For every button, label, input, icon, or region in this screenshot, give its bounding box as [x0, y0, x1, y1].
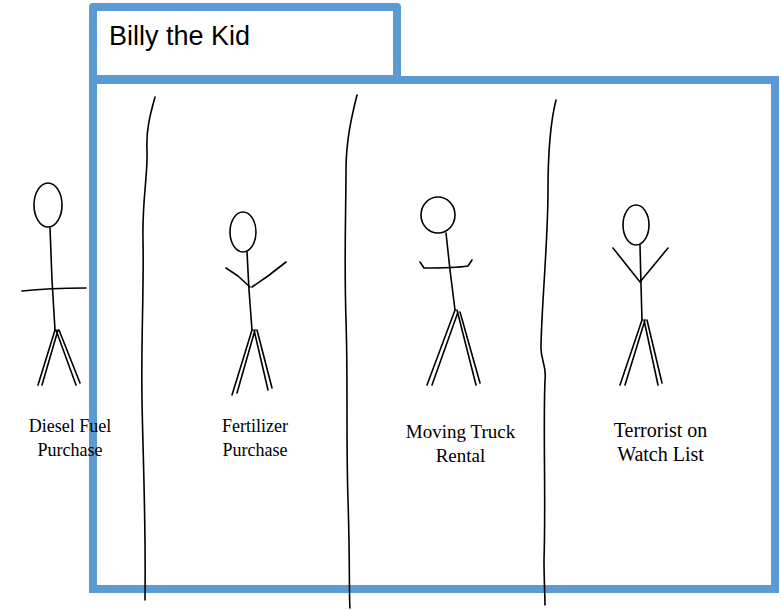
group-heading: Billy the Kid [109, 21, 250, 52]
wavy-divider [345, 95, 357, 608]
stick-figure [226, 212, 286, 395]
wavy-divider [541, 100, 556, 605]
figure-label: Terrorist on Watch List [598, 418, 723, 466]
figure-label: Moving Truck Rental [393, 420, 528, 468]
stick-figure [22, 183, 86, 385]
group-frame: Billy the Kid [89, 76, 779, 593]
wavy-divider [142, 97, 155, 600]
stick-figure [420, 197, 480, 385]
title-tab: Billy the Kid [89, 3, 401, 83]
stick-figure [613, 205, 668, 385]
figure-label: Diesel Fuel Purchase [10, 414, 130, 462]
figure-label: Fertilizer Purchase [205, 414, 305, 462]
